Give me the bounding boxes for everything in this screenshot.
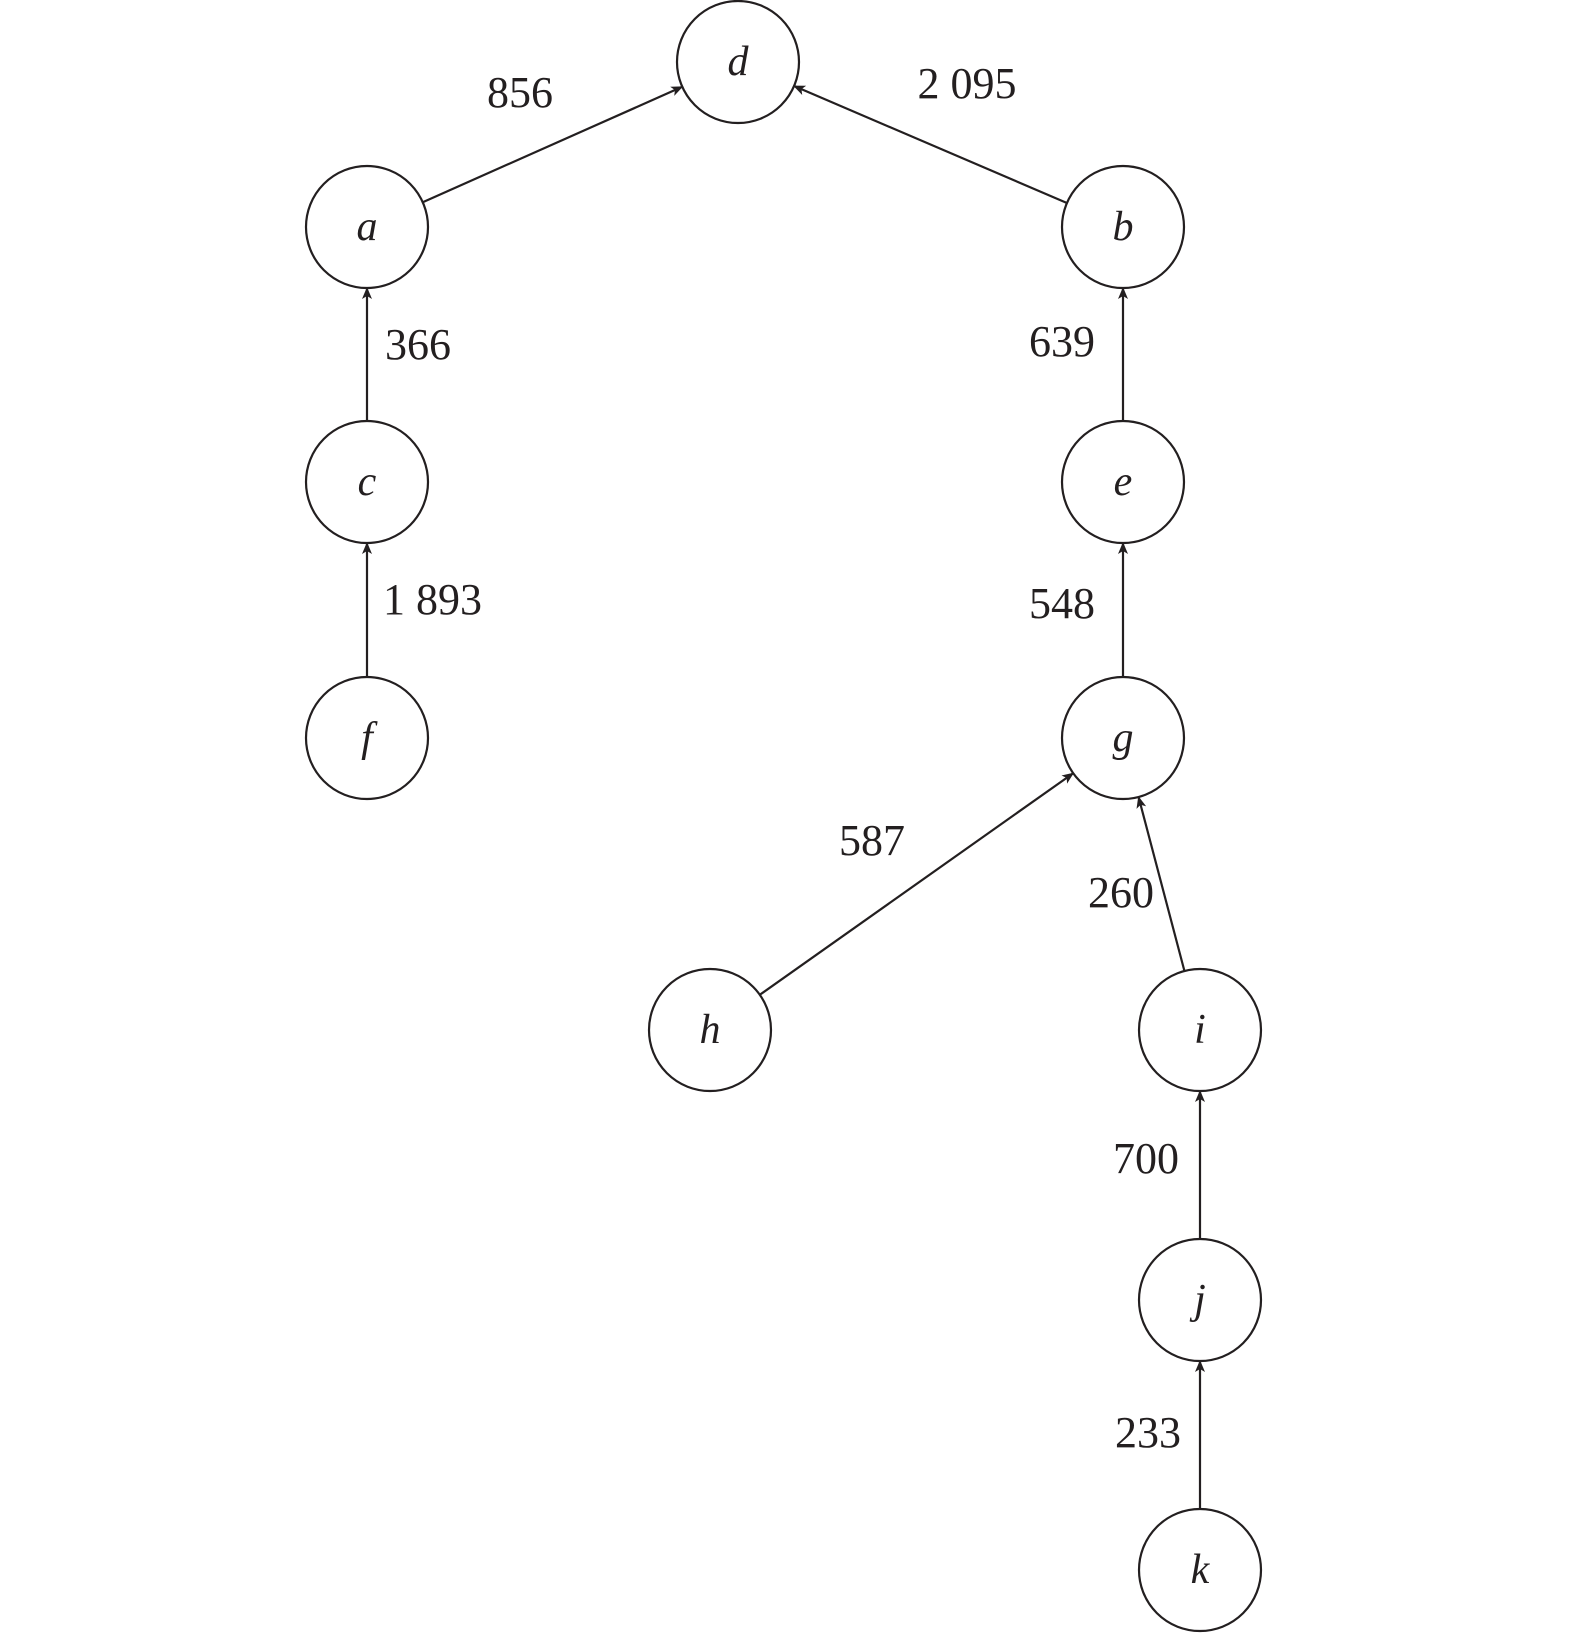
node-label-i: i [1194,1007,1206,1053]
edge-weight-e-b: 639 [1029,317,1095,366]
node-label-e: e [1114,459,1133,505]
edge-b-to-d [793,85,1068,204]
edges-layer [362,85,1205,1509]
edge-weight-f-c: 1 893 [383,575,482,624]
node-circle-f [304,675,430,801]
node-circle-b [1060,164,1186,290]
edge-h-to-g [759,772,1075,996]
node-k: k [1137,1507,1263,1633]
node-h: h [647,967,773,1093]
node-c: c [304,419,430,545]
edge-weight-b-d: 2 095 [918,59,1017,108]
node-e: e [1060,419,1186,545]
node-b: b [1060,164,1186,290]
node-label-b: b [1113,204,1134,250]
node-circle-k [1137,1507,1263,1633]
node-circle-j [1137,1237,1263,1363]
edge-weight-a-d: 856 [487,68,553,117]
node-label-d: d [728,39,750,85]
edge-a-to-d [422,85,684,204]
edge-weight-h-g: 587 [839,816,905,865]
node-i: i [1137,967,1263,1093]
node-label-g: g [1113,715,1134,761]
node-circle-a [304,164,430,290]
node-a: a [304,164,430,290]
node-label-h: h [700,1007,721,1053]
node-label-c: c [358,459,377,505]
node-circle-i [1137,967,1263,1093]
nodes-layer: d a b c e f g h i j k [304,0,1263,1633]
edge-weight-k-j: 233 [1115,1408,1181,1457]
node-d: d [675,0,801,125]
node-circle-h [647,967,773,1093]
node-circle-g [1060,675,1186,801]
node-j: j [1137,1237,1263,1363]
node-g: g [1060,675,1186,801]
edge-weight-c-a: 366 [385,320,451,369]
node-label-a: a [357,204,378,250]
edge-weight-j-i: 700 [1113,1134,1179,1183]
node-circle-d [675,0,801,125]
edge-i-to-g [1136,796,1186,972]
node-circle-e [1060,419,1186,545]
node-label-j: j [1189,1277,1206,1323]
node-label-k: k [1191,1547,1211,1593]
edge-weight-g-e: 548 [1029,579,1095,628]
weights-layer: 856 2 095 366 1 893 639 548 587 260 700 233 [383,59,1181,1457]
edge-weight-i-g: 260 [1088,868,1154,917]
node-circle-c [304,419,430,545]
node-f: f [304,675,430,801]
